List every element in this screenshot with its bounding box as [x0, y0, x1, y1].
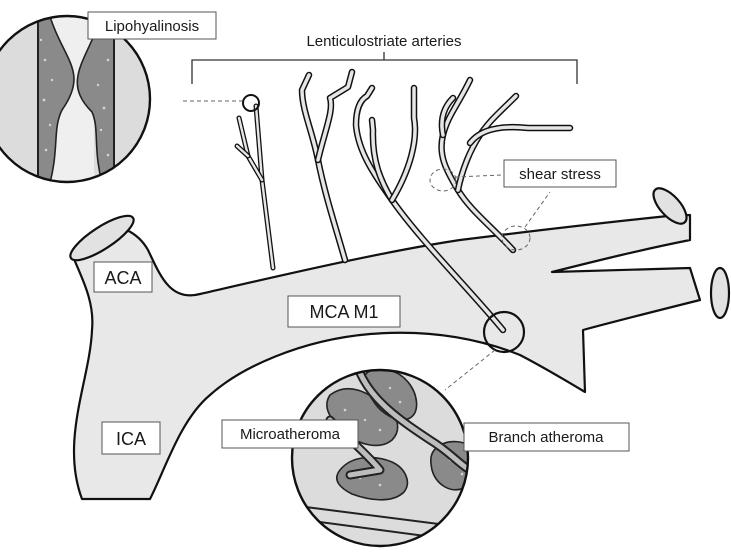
label-ica-text: ICA: [116, 429, 146, 449]
label-lenticulostriate: Lenticulostriate arteries: [306, 33, 461, 50]
label-shear-stress: shear stress: [504, 160, 616, 187]
label-shear-stress-text: shear stress: [519, 166, 601, 183]
label-lipohyalinosis-text: Lipohyalinosis: [105, 18, 199, 35]
label-lipohyalinosis: Lipohyalinosis: [88, 12, 216, 39]
label-branch-atheroma: Branch atheroma: [464, 423, 629, 451]
atheroma-inset: [280, 360, 480, 554]
label-branch-atheroma-text: Branch atheroma: [488, 429, 604, 446]
label-mca-m1: MCA M1: [288, 296, 400, 327]
label-microatheroma: Microatheroma: [222, 420, 358, 448]
label-aca: ACA: [94, 262, 152, 292]
label-ica: ICA: [102, 422, 160, 454]
label-microatheroma-text: Microatheroma: [240, 426, 341, 443]
lenticulostriate-bracket: [192, 52, 577, 84]
label-aca-text: ACA: [104, 268, 141, 288]
label-mca-m1-text: MCA M1: [309, 302, 378, 322]
